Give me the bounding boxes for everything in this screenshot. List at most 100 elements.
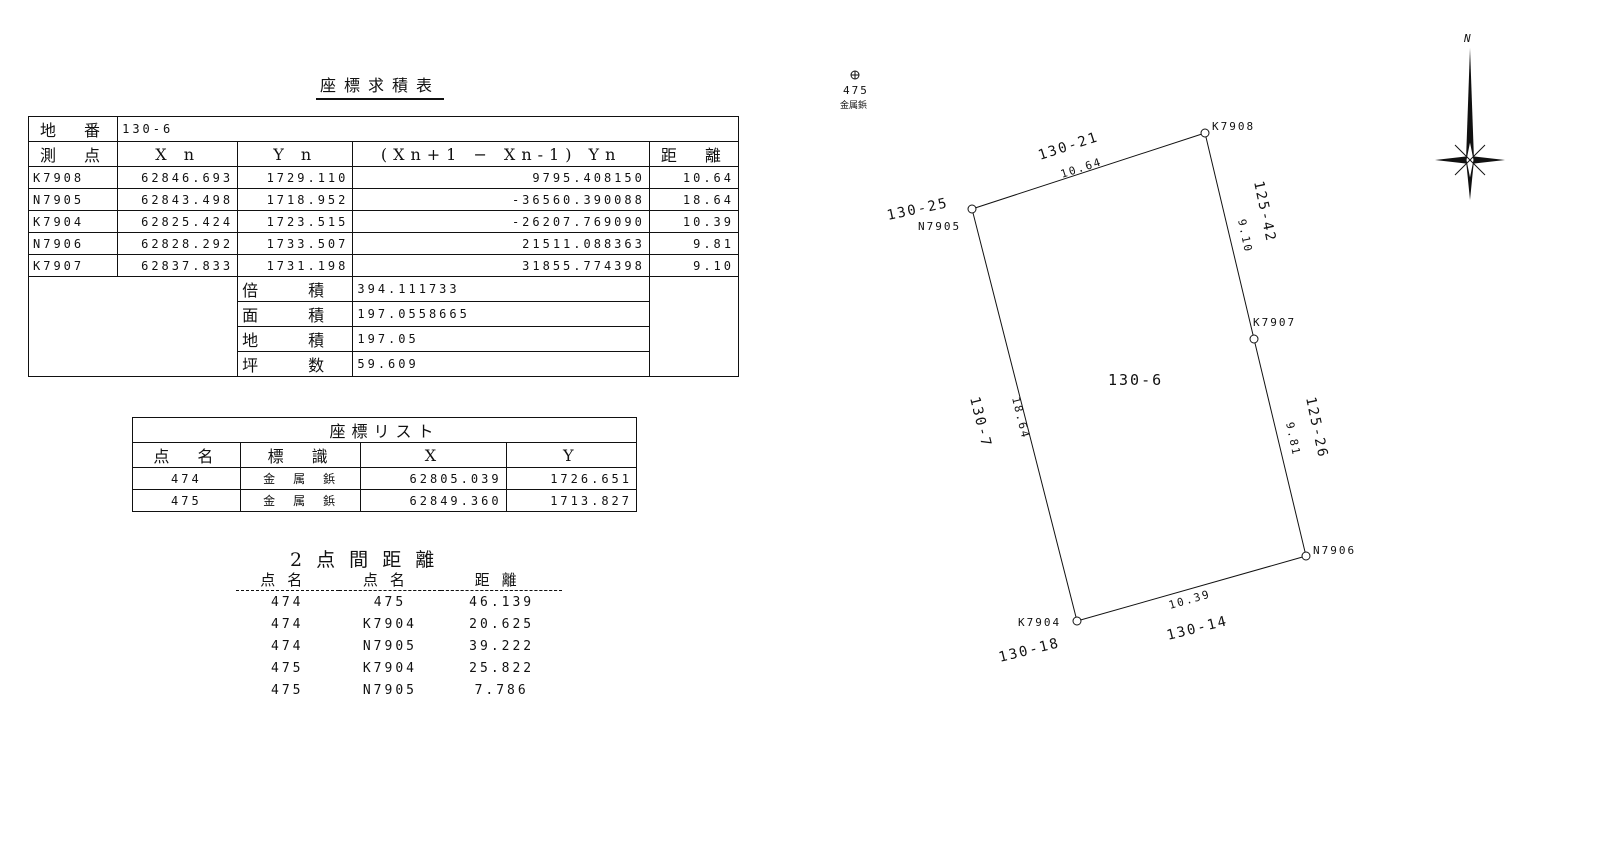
neighbor-lot: 125-42 — [1250, 180, 1279, 245]
svg-text:N: N — [1463, 32, 1473, 45]
cell: 10.39 — [648, 210, 740, 233]
label-k7907: K7907 — [1253, 316, 1296, 329]
cell: 62837.833 — [117, 254, 239, 277]
edge-length: 18.64 — [1009, 396, 1032, 441]
cell: 474 — [271, 638, 304, 654]
marker-475: 475 金属鋲 — [840, 70, 869, 111]
table-row: 475 N7905 7.786 — [236, 679, 562, 701]
col-header: 標 識 — [239, 442, 362, 468]
lot-number: 130-6 — [1108, 371, 1163, 389]
calc-table-title: 座標求積表 — [316, 72, 445, 100]
edge-length: 9.81 — [1283, 421, 1303, 457]
col-header: Y n — [237, 141, 354, 167]
cell: 62849.360 — [360, 489, 507, 512]
point-n7906 — [1301, 551, 1311, 561]
cell: N7905 — [362, 682, 417, 698]
cell: 474 — [271, 594, 304, 610]
cell: 1713.827 — [505, 489, 638, 512]
col-header: 距離 — [441, 568, 562, 591]
summary-value: 197.0558665 — [352, 301, 650, 327]
cell: 62805.039 — [360, 467, 507, 490]
summary-label: 倍 積 — [237, 276, 354, 302]
neighbor-lot: 130-7 — [966, 395, 994, 449]
cell: 21511.088363 — [352, 232, 650, 255]
neighbor-lot: 130-18 — [997, 635, 1062, 666]
point-n7905 — [967, 204, 977, 214]
edge-length: 9.10 — [1235, 218, 1255, 254]
edge-length: 10.64 — [1059, 155, 1104, 181]
cell: 1733.507 — [237, 232, 354, 255]
cell: K7904 — [362, 660, 417, 676]
label-n7905: N7905 — [918, 220, 961, 233]
distance-title: 2 点 間 距 離 — [290, 549, 439, 571]
north-arrow-icon: N — [1435, 32, 1505, 200]
table-row: 474 K7904 20.625 — [236, 613, 562, 635]
cell: 7.786 — [474, 682, 529, 698]
table-row: 474 475 46.139 — [236, 591, 562, 614]
cell: 1729.110 — [237, 166, 354, 189]
cell: -26207.769090 — [352, 210, 650, 233]
col-header: 点 名 — [132, 442, 241, 468]
col-header: X — [360, 442, 507, 468]
point-k7904 — [1072, 616, 1082, 626]
point-k7908 — [1200, 128, 1210, 138]
col-header: 点名 — [236, 568, 339, 591]
cell: 475 — [271, 660, 304, 676]
cell: 39.222 — [469, 638, 535, 654]
cell: 1726.651 — [505, 467, 638, 490]
cell: 1723.515 — [237, 210, 354, 233]
cell: K7904 — [27, 210, 119, 233]
cell: 475 — [132, 489, 241, 512]
lot-value: 130-6 — [117, 116, 739, 142]
lot-boundary — [971, 132, 1307, 622]
summary-label: 地 積 — [237, 326, 354, 352]
cell: 金 属 鋲 — [239, 467, 362, 490]
cell: 20.625 — [469, 616, 535, 632]
table-row: 474 N7905 39.222 — [236, 635, 562, 657]
cell: 46.139 — [469, 594, 535, 610]
col-header: X n — [117, 141, 239, 167]
cell: 475 — [271, 682, 304, 698]
svg-text:金属鋲: 金属鋲 — [840, 99, 867, 111]
label-n7906: N7906 — [1313, 544, 1356, 557]
cell: 474 — [271, 616, 304, 632]
summary-value: 394.111733 — [352, 276, 650, 302]
cell: 1731.198 — [237, 254, 354, 277]
edge-length: 10.39 — [1167, 588, 1212, 612]
lot-label: 地 番 — [27, 116, 119, 142]
cell: N7906 — [27, 232, 119, 255]
label-k7908: K7908 — [1212, 120, 1255, 133]
col-header: 点名 — [338, 568, 442, 591]
cell: 475 — [373, 594, 407, 610]
neighbor-lot: 125-26 — [1302, 396, 1331, 461]
summary-value: 197.05 — [352, 326, 650, 352]
cell: 62843.498 — [117, 188, 239, 211]
cell: 25.822 — [469, 660, 535, 676]
cell: N7905 — [362, 638, 417, 654]
svg-text:475: 475 — [843, 84, 869, 97]
cell: 1718.952 — [237, 188, 354, 211]
cell: K7904 — [362, 616, 417, 632]
cell: 9.10 — [648, 254, 740, 277]
summary-value: 59.609 — [352, 351, 650, 377]
label-k7904: K7904 — [1018, 616, 1061, 629]
cell: 9.81 — [648, 232, 740, 255]
col-header: (Xn+1 − Xn-1) Yn — [352, 141, 650, 167]
blank-cell — [27, 276, 239, 377]
blank-cell — [648, 276, 740, 377]
